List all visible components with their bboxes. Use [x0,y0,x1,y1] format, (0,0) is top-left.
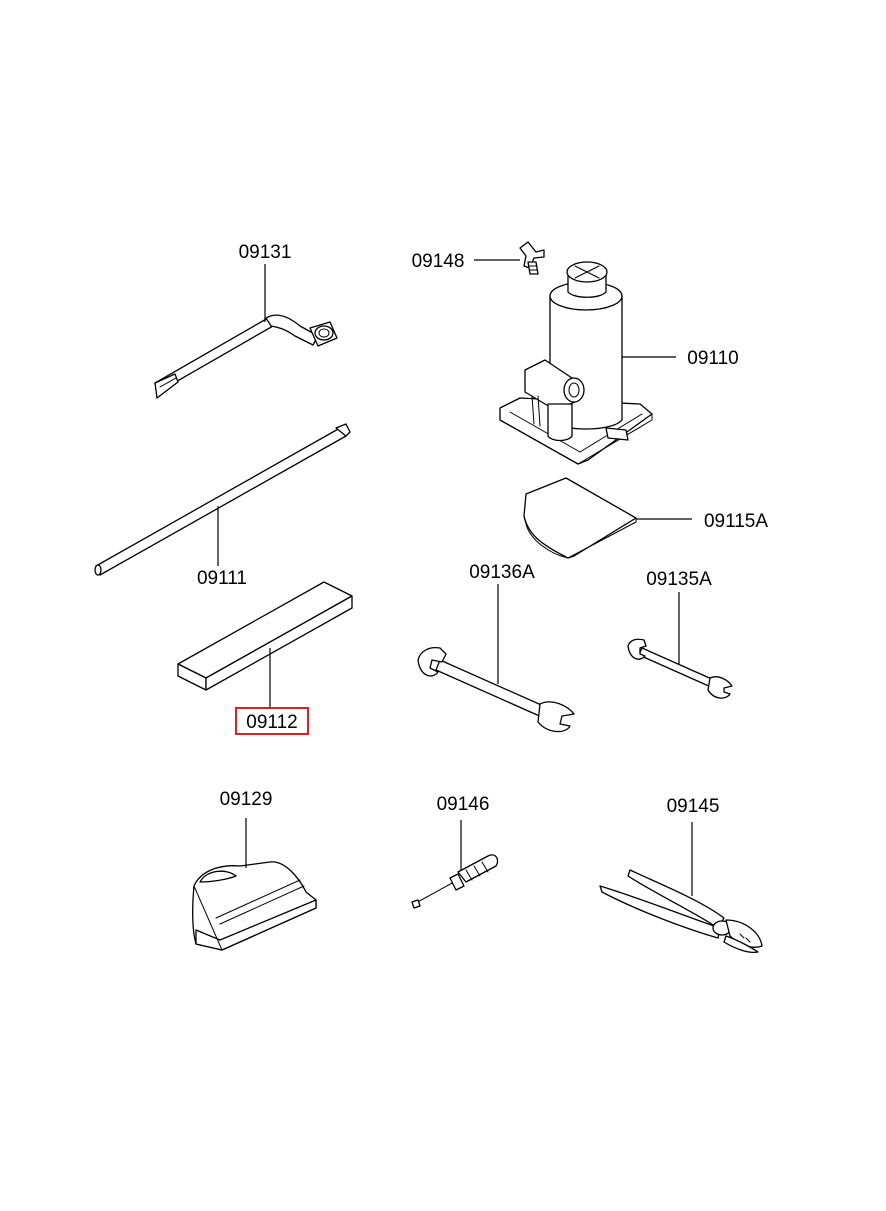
part-09112-wooden-block[interactable] [177,581,353,691]
label-09146[interactable]: 09146 [437,794,490,815]
label-09136A[interactable]: 09136A [469,562,535,583]
part-09148-wing-bolt[interactable] [519,241,545,275]
label-09135A[interactable]: 09135A [646,569,712,590]
part-09131-lug-wrench[interactable] [154,314,338,399]
label-09111[interactable]: 09111 [197,568,247,589]
label-09129[interactable]: 09129 [220,789,273,810]
label-09110[interactable]: 09110 [687,348,738,369]
part-09146-screwdriver[interactable] [411,854,499,909]
part-09115A-jack-pad[interactable] [523,477,637,559]
label-09112[interactable]: 09112 [246,712,297,733]
label-09148[interactable]: 09148 [412,251,465,272]
label-09115A[interactable]: 09115A [704,511,768,532]
highlight-box-09112 [235,707,309,735]
part-09111-jack-handle-bar[interactable] [94,423,351,576]
label-09145[interactable]: 09145 [667,796,720,817]
part-09136A-open-end-wrench-large[interactable] [417,646,575,733]
part-09129-tool-bag[interactable] [192,861,317,951]
part-09110-bottle-jack[interactable] [499,261,653,465]
part-09135A-open-end-wrench-small[interactable] [627,638,733,699]
part-09145-pliers[interactable] [599,869,763,954]
label-09131[interactable]: 09131 [239,242,292,263]
